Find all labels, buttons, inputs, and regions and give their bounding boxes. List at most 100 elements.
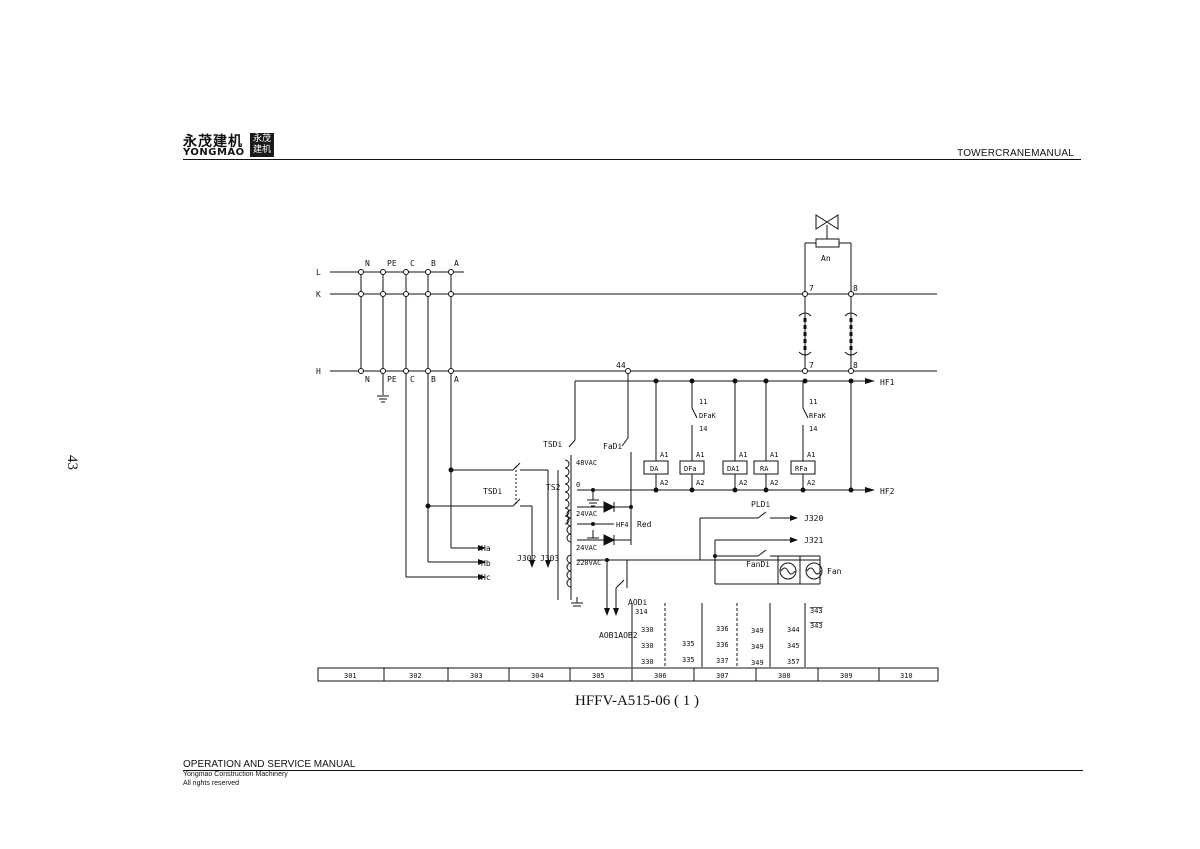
xref-b-0: 335 — [682, 640, 695, 648]
fan-label: Fan — [827, 567, 842, 576]
relay-box-ra — [753, 460, 779, 475]
terminal-8-top-label: 8 — [853, 284, 858, 293]
relay-box-rfa — [790, 460, 816, 475]
xref-f-1: 343 — [810, 622, 823, 630]
index-cell-305: 305 — [592, 672, 605, 680]
index-cell-309: 309 — [840, 672, 853, 680]
hb-label: Hb — [481, 559, 491, 568]
phase-label-bottom-pe: PE — [387, 375, 397, 384]
relay-ra-bottom: A2 — [770, 479, 778, 487]
terminal-7-bottom-label: 7 — [809, 361, 814, 370]
index-cell-301: 301 — [344, 672, 357, 680]
v48-label: 48VAC — [576, 459, 597, 467]
seal-text: 永茂建机 — [252, 134, 271, 155]
xref-a-2: 330 — [641, 642, 654, 650]
fandi-label: FanDi — [746, 560, 770, 569]
xref-d-1: 349 — [751, 643, 764, 651]
bus-label-l: L — [316, 268, 321, 277]
fan-glyphs — [780, 567, 822, 575]
brand-name-cn: 永茂建机 — [183, 134, 243, 150]
index-cell-310: 310 — [900, 672, 913, 680]
v24a-label: 24VAC — [576, 510, 597, 518]
j320-label: J320 — [804, 514, 823, 523]
diode-1-icon — [603, 501, 616, 513]
arrow-h-icons — [478, 545, 486, 580]
hf4-label: HF4 — [616, 521, 629, 529]
xref-f-0: 343 — [810, 607, 823, 615]
arrow-hf-icons — [865, 378, 875, 493]
fan-motor-icon-1 — [779, 562, 797, 580]
rfak-name: RFaK — [809, 412, 827, 420]
aodi-blade — [615, 579, 625, 589]
dfak-top: 11 — [699, 398, 707, 406]
fadi-blade — [621, 437, 629, 447]
relay-box-dfa — [679, 460, 705, 475]
bus-label-h: H — [316, 367, 321, 376]
phase-label-top-pe: PE — [387, 259, 397, 268]
xref-c-0: 336 — [716, 625, 729, 633]
xref-a-1: 330 — [641, 626, 654, 634]
cable-break-icon — [798, 312, 858, 356]
index-cell-307: 307 — [716, 672, 729, 680]
transformer-coil-primary — [564, 459, 570, 525]
relay-da-bottom: A2 — [660, 479, 668, 487]
fan-motor-icon-2 — [805, 562, 823, 580]
relay-da1-bottom: A2 — [739, 479, 747, 487]
footer-title: OPERATION AND SERVICE MANUAL — [183, 759, 356, 770]
tsdi-side-label: TSDi — [483, 487, 502, 496]
footer-rights: All rights reserved — [183, 780, 240, 787]
xref-e-0: 344 — [787, 626, 800, 634]
j321-label: J321 — [804, 536, 823, 545]
hc-label: Hc — [481, 573, 491, 582]
xref-c-1: 336 — [716, 641, 729, 649]
diode-2-icon — [603, 534, 616, 546]
relay-ra-name: RA — [760, 465, 769, 473]
relay-da-name: DA — [650, 465, 659, 473]
xref-e-1: 345 — [787, 642, 800, 650]
header-divider — [183, 159, 1081, 160]
phase-label-top-b: B — [431, 259, 436, 268]
valve-coil — [815, 238, 840, 248]
phase-label-bottom-a: A — [454, 375, 459, 384]
v220-label: 220VAC — [576, 559, 601, 567]
xref-a-0: 314 — [635, 608, 648, 616]
relay-ra-top: A1 — [770, 451, 778, 459]
zero-label: 0 — [576, 481, 580, 489]
terminal-44-label: 44 — [616, 361, 626, 370]
relay-box-da — [643, 460, 669, 475]
relay-box-da1 — [722, 460, 748, 475]
aob-label: AOB1AOB2 — [599, 631, 638, 640]
brand-seal-icon: 永茂建机 — [250, 133, 274, 157]
relay-dfa-name: DFa — [684, 465, 697, 473]
brand-name-en: YONGMAO — [183, 147, 245, 158]
relay-dfa-bottom: A2 — [696, 479, 704, 487]
terminal-7-top-label: 7 — [809, 284, 814, 293]
valve-icon — [815, 214, 839, 230]
relay-da1-name: DA1 — [727, 465, 740, 473]
tsdi-top-label: TSDi — [543, 440, 562, 449]
fandi-blade — [757, 549, 767, 557]
index-cell-308: 308 — [778, 672, 791, 680]
relay-rfa-top: A1 — [807, 451, 815, 459]
relay-da1-top: A1 — [739, 451, 747, 459]
index-cell-304: 304 — [531, 672, 544, 680]
xref-b-1: 335 — [682, 656, 695, 664]
phase-label-top-c: C — [410, 259, 415, 268]
j303-label: J303 — [540, 554, 559, 563]
terminal-8-bottom-label: 8 — [853, 361, 858, 370]
aodi-label: AODi — [628, 598, 647, 607]
relay-rfa-bottom: A2 — [807, 479, 815, 487]
pldi-blade — [757, 511, 767, 519]
xref-d-0: 349 — [751, 627, 764, 635]
phase-label-bottom-c: C — [410, 375, 415, 384]
arrow-down-icons — [529, 560, 619, 616]
rfak-top: 11 — [809, 398, 817, 406]
phase-label-top-n: N — [365, 259, 370, 268]
valve-label: An — [821, 254, 831, 263]
v24b-label: 24VAC — [576, 544, 597, 552]
xref-a-3: 330 — [641, 658, 654, 666]
bus-label-k: K — [316, 290, 321, 299]
fadi-label: FaDi — [603, 442, 622, 451]
relay-dfa-top: A1 — [696, 451, 704, 459]
